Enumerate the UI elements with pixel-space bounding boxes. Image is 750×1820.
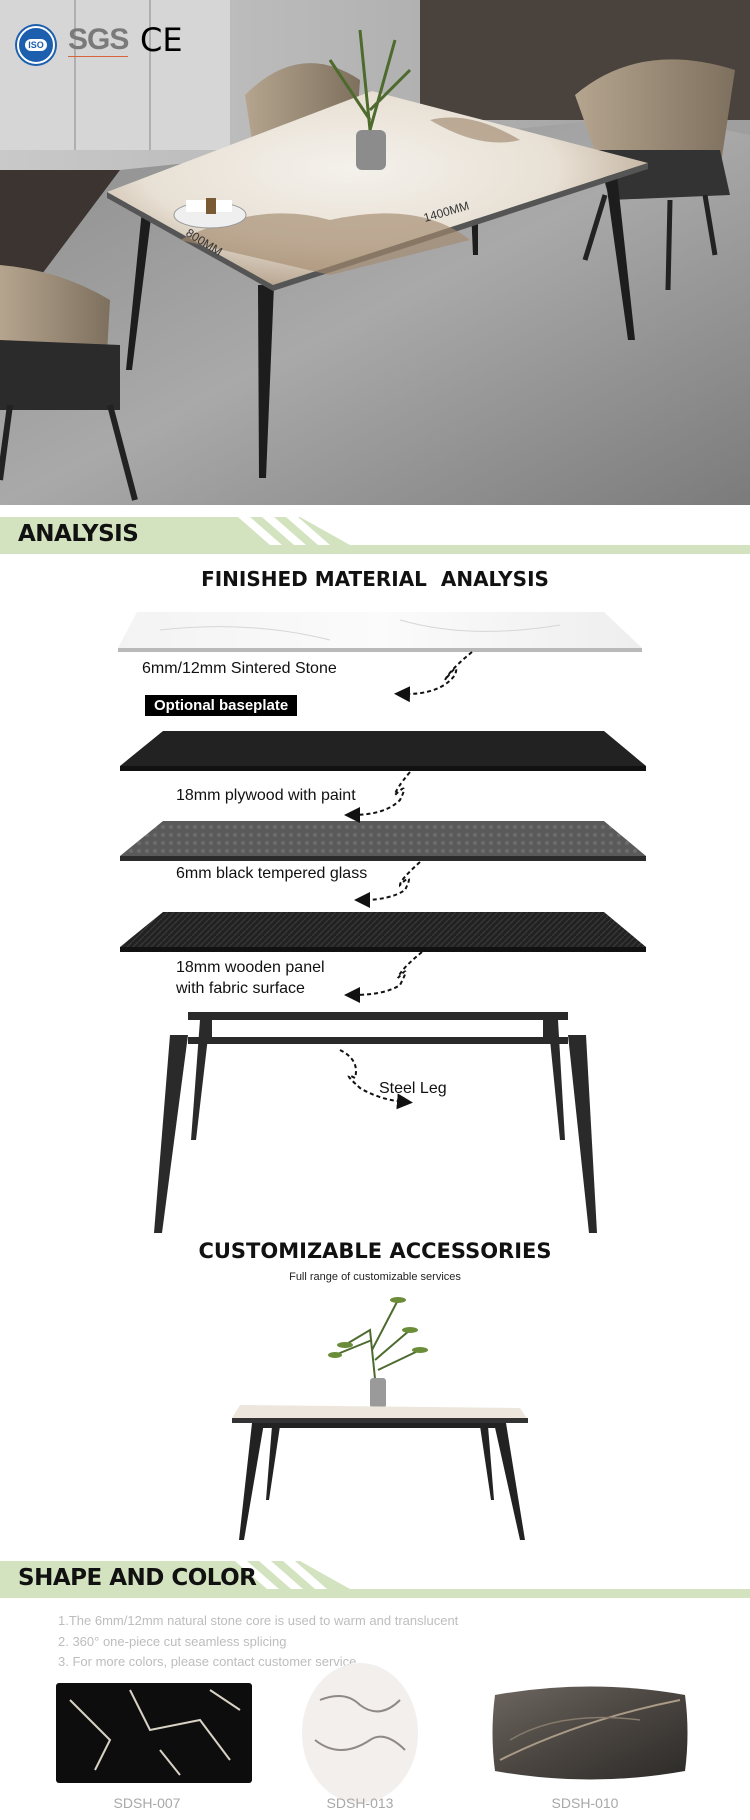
swatch-label-sdsh-007: SDSH-007 [113,1795,181,1811]
accessories-subtitle: Full range of customizable services [289,1271,461,1283]
note-1: 1.The 6mm/12mm natural stone core is use… [58,1613,459,1628]
swatch-sdsh-010 [492,1686,688,1780]
layer-label-wooden-panel-line2: with fabric surface [176,980,305,997]
finished-material-title: FINISHED MATERIAL ANALYSIS [201,567,549,591]
swatch-label-sdsh-010: SDSH-010 [551,1795,619,1811]
layer-label-tempered-glass: 6mm black tempered glass [176,865,368,882]
steel-leg-frame [154,1012,597,1233]
swatch-label-sdsh-013: SDSH-013 [326,1795,394,1811]
analysis-header: ANALYSIS [18,521,139,547]
hero-photo: 1400MM 800MM ISO SGS CE [0,0,750,505]
optional-baseplate-badge: Optional baseplate [145,695,298,716]
ce-logo: CE [140,21,183,59]
sgs-logo: SGS [68,23,129,57]
tempered-glass-slab [120,821,646,861]
layer-label-sintered-stone: 6mm/12mm Sintered Stone [142,660,337,677]
accessories-title: CUSTOMIZABLE ACCESSORIES [198,1239,552,1263]
layer-label-wooden-panel-line1: 18mm wooden panel [176,959,325,976]
shape-color-header: SHAPE AND COLOR [18,1565,257,1591]
note-2: 2. 360° one-piece cut seamless splicing [58,1634,287,1649]
sintered-stone-slab [118,612,642,652]
iso-logo: ISO [17,26,55,64]
layer-label-plywood: 18mm plywood with paint [176,787,356,804]
swatch-sdsh-013 [302,1663,418,1803]
swatch-sdsh-007 [56,1683,252,1783]
plywood-slab [120,731,646,771]
layer-label-steel-leg: Steel Leg [379,1080,447,1097]
note-3: 3. For more colors, please contact custo… [58,1654,357,1669]
fabric-panel-slab [120,912,646,952]
